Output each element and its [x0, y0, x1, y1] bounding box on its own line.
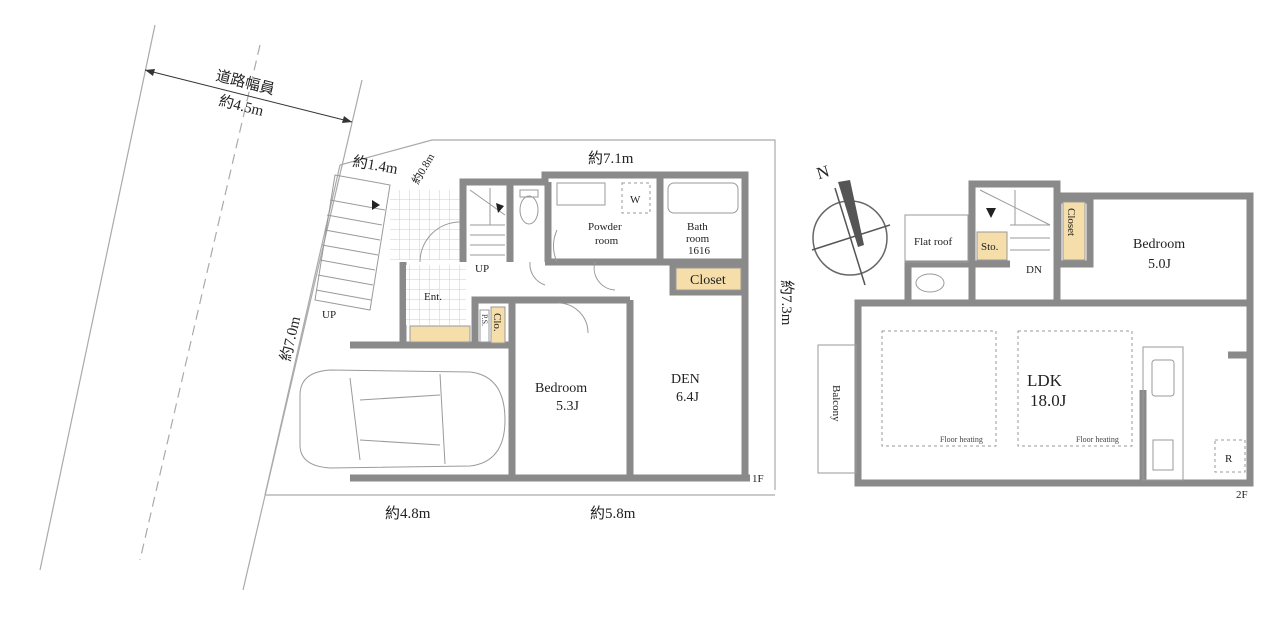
- clo-storage: [490, 306, 506, 344]
- flat-roof-label: Flat roof: [914, 236, 953, 248]
- clo-label: Clo.: [491, 313, 503, 332]
- ldk-label: LDK: [1027, 371, 1063, 390]
- powder-room-label: Powder: [588, 221, 622, 233]
- closet-1f: [675, 267, 742, 291]
- road: 道路幅員 約4.5m: [39, 24, 363, 591]
- floor-1f-label: 1F: [752, 473, 764, 485]
- ps-label: P.S.: [480, 314, 489, 326]
- bath-room-size: 1616: [688, 245, 711, 257]
- floor1-walls: [350, 171, 750, 482]
- fridge-label: R: [1225, 453, 1233, 465]
- stair-arrow-icon: [496, 203, 504, 213]
- washer-label: W: [630, 194, 641, 206]
- stair-arrow-icon: [986, 208, 996, 218]
- vanity-icon: [556, 182, 606, 206]
- floor2-walls: [854, 180, 1254, 487]
- car-icon: [299, 369, 506, 469]
- up-outside-label: UP: [322, 309, 336, 321]
- sto-label: Sto.: [981, 241, 999, 253]
- balcony-label: Balcony: [830, 385, 842, 422]
- bathtub-icon: [667, 182, 739, 214]
- den-label: DEN: [671, 372, 700, 387]
- compass: N: [811, 161, 891, 286]
- stove-icon: [1152, 439, 1174, 471]
- powder-room-label-2: room: [595, 235, 619, 247]
- bedroom-2f-label: Bedroom: [1133, 237, 1185, 252]
- balcony: [817, 344, 857, 474]
- toilet-icon: [915, 273, 945, 293]
- bath-room-label-2: room: [686, 233, 710, 245]
- kitchen-counter: [1142, 346, 1184, 481]
- outside-stairs: UP: [314, 174, 391, 321]
- flat-roof-area: [904, 214, 969, 263]
- sink-icon: [1151, 359, 1175, 397]
- inner-stairs-1f: [469, 188, 506, 256]
- entrance-tiles: [406, 265, 466, 325]
- pipe-shaft: [479, 309, 490, 343]
- floor-heating-zone: [1017, 330, 1133, 447]
- dn-label: DN: [1026, 264, 1042, 276]
- closet-2f: [1062, 201, 1086, 261]
- sto-storage: [976, 231, 1008, 261]
- fridge-space: [1214, 439, 1246, 473]
- road-width: 約4.5m: [217, 92, 266, 120]
- dim-4-8: 約4.8m: [385, 505, 431, 522]
- dim-1-4: 約1.4m: [351, 153, 399, 178]
- floor-heating-zone: [881, 330, 997, 447]
- entrance-label: Ent.: [424, 291, 442, 303]
- dim-7-3: 約7.3m: [778, 280, 795, 326]
- washer-space: [621, 182, 651, 214]
- floor-2f-label: 2F: [1236, 489, 1248, 501]
- floor-heating-label-2: Floor heating: [1076, 435, 1119, 444]
- bedroom-2f-size: 5.0J: [1148, 257, 1172, 272]
- road-width-arrow: [144, 69, 353, 123]
- dim-7-1: 約7.1m: [588, 150, 634, 167]
- closet-1f-label: Closet: [690, 273, 726, 288]
- floor-heating-label: Floor heating: [940, 435, 983, 444]
- shoe-storage: [409, 325, 471, 343]
- ldk-size: 18.0J: [1030, 391, 1067, 410]
- bedroom-1f-size: 5.3J: [556, 399, 580, 414]
- door-swings: [419, 221, 616, 334]
- dim-5-8: 約5.8m: [590, 505, 636, 522]
- north-label: N: [814, 161, 831, 183]
- dim-0-8: 約0.8m: [408, 150, 437, 186]
- stair-arrow-icon: [372, 200, 380, 210]
- up-inside-label: UP: [475, 263, 489, 275]
- closet-2f-label: Closet: [1065, 208, 1077, 236]
- inner-stairs-2f: [979, 189, 1051, 251]
- bedroom-1f-label: Bedroom: [535, 381, 587, 396]
- den-size: 6.4J: [676, 390, 700, 405]
- porch-tiles: [390, 190, 460, 260]
- north-arrow-icon: [838, 180, 864, 247]
- toilet-icon: [519, 195, 539, 225]
- bath-room-label: Bath: [687, 221, 708, 233]
